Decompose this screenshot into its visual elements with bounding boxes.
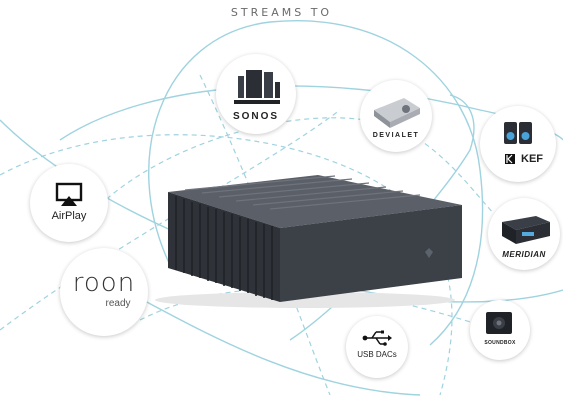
sonos-bubble: SONOS: [216, 54, 296, 134]
usb-dacs-label: USB DACs: [357, 350, 397, 359]
roon-ready-label: ready: [105, 298, 131, 309]
meridian-bubble: MERIDIAN: [488, 198, 560, 270]
kef-speakers-icon: [504, 122, 532, 164]
meridian-label: MERIDIAN: [502, 250, 546, 259]
devialet-bubble: DEVIALET: [360, 80, 432, 152]
streaming-device-image: [155, 175, 462, 308]
soundbox-label: SOUNDBOX: [484, 340, 516, 346]
page-title: STREAMS TO: [230, 6, 333, 19]
sonos-label: SONOS: [232, 111, 280, 122]
kef-label: KEF: [521, 153, 543, 165]
kef-bubble: KEF: [480, 106, 556, 182]
usb-dacs-bubble: USB DACs: [346, 316, 408, 378]
soundbox-bubble: SOUNDBOX: [470, 300, 530, 360]
airplay-icon: [55, 182, 83, 206]
soundbox-speaker-icon: [486, 312, 512, 334]
airplay-bubble: AirPlay: [30, 164, 108, 242]
devialet-label: DEVIALET: [372, 132, 420, 139]
airplay-label: AirPlay: [51, 210, 87, 222]
meridian-player-icon: [502, 216, 550, 244]
sonos-speaker-icon: [234, 70, 280, 104]
devialet-amplifier-icon: [374, 98, 420, 128]
roon-ready-bubble: roon ready: [60, 248, 148, 336]
roon-label: roon: [72, 268, 136, 298]
usb-icon: [362, 330, 392, 346]
